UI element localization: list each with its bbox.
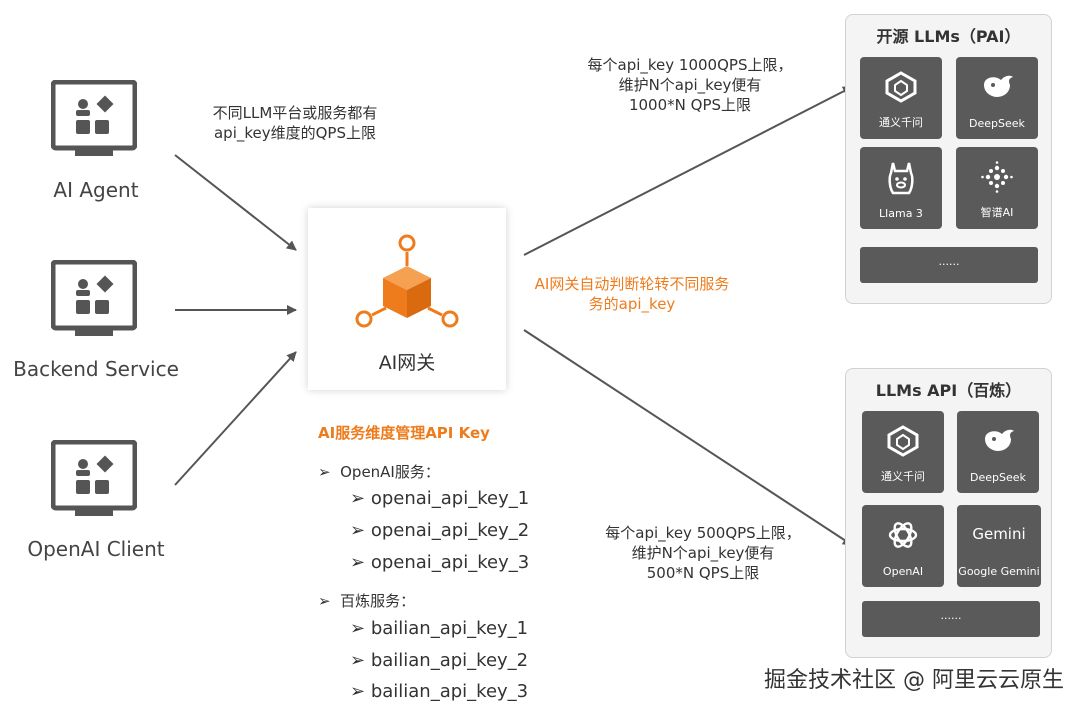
tongyi-icon [887,425,919,457]
panel-title: 开源 LLMs（PAI） [876,27,1021,46]
service-bailian: ➢ 百炼服务： [318,592,416,610]
api-key-name: openai_api_key_3 [370,552,530,573]
api-key-management-title: AI服务维度管理API Key [318,424,490,442]
gateway-cube-icon [355,234,459,328]
api-key-name: bailian_api_key_3 [370,681,529,702]
more-models-bar: ...... [862,601,1040,637]
panel-open-source-llms: 开源 LLMs（PAI） 通义千问 DeepSeek Llama 3 智谱AI … [845,14,1052,304]
model-tile-llama: Llama 3 [860,147,942,229]
model-label: 通义千问 [879,116,923,129]
watermark: 掘金技术社区 @ 阿里云云原生 [764,668,1064,693]
api-key-item: ➢ openai_api_key_3 [350,552,530,573]
api-key-item: ➢ openai_api_key_2 [350,520,530,541]
monitor-app-icon [50,79,138,156]
service-openai: ➢ OpenAI服务： [318,463,440,481]
model-label: 智谱AI [980,206,1014,219]
monitor-app-icon [50,439,138,516]
model-label: Llama 3 [879,207,923,220]
tongyi-icon [885,71,917,103]
top-note-line: 1000*N QPS上限 [628,96,752,114]
model-tile-zhipu: 智谱AI [956,147,1038,229]
openai-knot-icon [888,522,918,548]
gemini-wordmark-icon: Gemini [972,525,1026,543]
bottom-note-line: 维护N个api_key便有 [631,544,775,562]
api-key-item: ➢ bailian_api_key_1 [350,618,529,639]
model-tile-tongyi: 通义千问 [860,57,942,139]
model-tile-deepseek: DeepSeek [956,57,1038,139]
api-key-name: bailian_api_key_1 [370,618,529,639]
gateway-note-line: 务的api_key [588,295,676,313]
model-tile-deepseek: DeepSeek [957,411,1039,493]
api-key-name: openai_api_key_2 [370,520,530,541]
model-tile-openai: OpenAI [862,505,944,587]
left-note-line: 不同LLM平台或服务都有 [212,104,378,122]
arrow-gateway-to-bailian [523,329,853,546]
gateway-note: AI网关自动判断轮转不同服务 务的api_key [532,274,732,314]
service-name: OpenAI服务： [340,463,440,481]
top-note-line: 维护N个api_key便有 [618,76,762,94]
client-ai-agent: AI Agent [50,79,139,202]
top-note: 每个api_key 1000QPS上限， 维护N个api_key便有 1000*… [585,55,795,115]
bottom-note-line: 500*N QPS上限 [646,564,760,582]
client-backend-service: Backend Service [13,259,179,381]
deepseek-whale-icon [984,75,1013,97]
arrow-agent-to-gateway [174,154,297,251]
zhipu-dots-icon [981,161,1013,193]
more-models-bar: ...... [860,247,1038,283]
model-label: DeepSeek [970,471,1026,484]
gateway-note-line: AI网关自动判断轮转不同服务 [534,275,730,293]
api-key-item: ➢ bailian_api_key_2 [350,650,529,671]
monitor-app-icon [50,259,138,336]
client-label: OpenAI Client [27,537,165,561]
api-key-item: ➢ openai_api_key_1 [350,488,530,509]
model-tile-gemini: Gemini Google Gemini [957,505,1041,587]
llama-icon [888,162,914,195]
client-openai-client: OpenAI Client [27,439,165,561]
api-key-item: ➢ bailian_api_key_3 [350,681,529,702]
api-key-name: openai_api_key_1 [370,488,530,509]
model-label: OpenAI [882,565,924,578]
deepseek-whale-icon [985,429,1014,451]
left-note: 不同LLM平台或服务都有 api_key维度的QPS上限 [195,103,395,143]
panel-llms-api-bailian: LLMs API（百炼） 通义千问 DeepSeek OpenAI Gemini… [845,368,1052,658]
model-label: 通义千问 [881,470,925,483]
client-label: AI Agent [53,178,139,202]
model-label: Google Gemini [958,565,1040,578]
bottom-note: 每个api_key 500QPS上限， 维护N个api_key便有 500*N … [598,523,808,583]
left-note-line: api_key维度的QPS上限 [213,124,376,142]
panel-title: LLMs API（百炼） [875,381,1022,400]
gateway-title: AI网关 [378,352,436,374]
model-label: DeepSeek [969,117,1025,130]
top-note-line: 每个api_key 1000QPS上限， [587,56,793,74]
api-key-name: bailian_api_key_2 [370,650,529,671]
ai-gateway-box: AI网关 [308,208,506,390]
client-label: Backend Service [13,357,179,381]
bottom-note-line: 每个api_key 500QPS上限， [605,524,801,542]
service-name: 百炼服务： [340,592,416,610]
model-tile-tongyi: 通义千问 [862,411,944,493]
